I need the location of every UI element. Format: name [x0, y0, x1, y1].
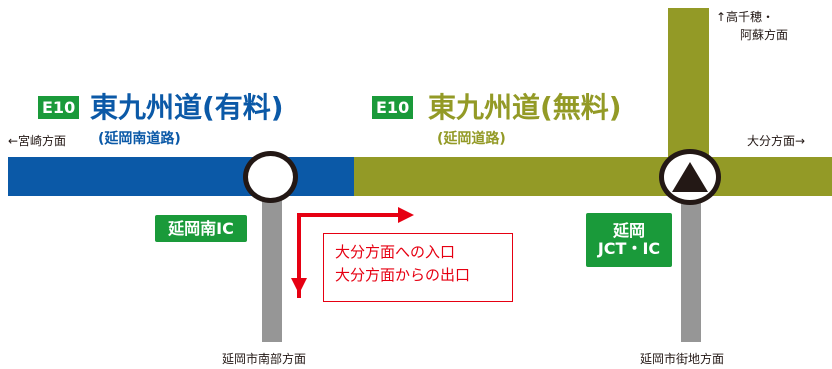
jct-triangle-icon	[672, 162, 708, 192]
direction-takachiho: ↑高千穂・	[716, 10, 775, 24]
notice-exit: 大分方面からの出口	[335, 266, 471, 284]
left-highway-name: 東九州道(有料)	[90, 91, 284, 124]
direction-oita: 大分方面→	[747, 134, 806, 148]
exit-arrow-icon	[291, 230, 307, 294]
direction-nobeoka-city: 延岡市街地方面	[640, 352, 725, 366]
road-south-nobeoka-minami	[262, 196, 282, 342]
left-highway-section: (延岡南道路)	[98, 131, 181, 147]
nobeoka-jct-marker[interactable]	[659, 149, 721, 205]
nobeoka-minami-ic-marker[interactable]	[243, 151, 298, 203]
notice-entrance: 大分方面への入口	[335, 243, 456, 261]
nobeoka-jct-ic-label: 延岡 JCT・IC	[586, 213, 672, 267]
direction-nobeoka-south: 延岡市南部方面	[222, 352, 307, 366]
direction-aso: 阿蘇方面	[740, 28, 789, 42]
ramp-notice: 大分方面への入口 大分方面からの出口	[323, 233, 513, 302]
jct-label-line1: 延岡	[612, 221, 645, 240]
route-badge-e10-right: E10	[372, 96, 414, 119]
road-south-nobeoka-city	[681, 196, 701, 342]
road-north-takachiho	[668, 8, 709, 158]
right-highway-section: (延岡道路)	[437, 131, 506, 147]
right-highway-name: 東九州道(無料)	[428, 91, 622, 124]
jct-label-line2: JCT・IC	[597, 239, 661, 258]
direction-miyazaki: ←宮崎方面	[8, 134, 67, 148]
road-free-section	[354, 157, 832, 196]
nobeoka-minami-ic-label: 延岡南IC	[155, 215, 247, 242]
route-badge-e10-left: E10	[38, 96, 80, 119]
